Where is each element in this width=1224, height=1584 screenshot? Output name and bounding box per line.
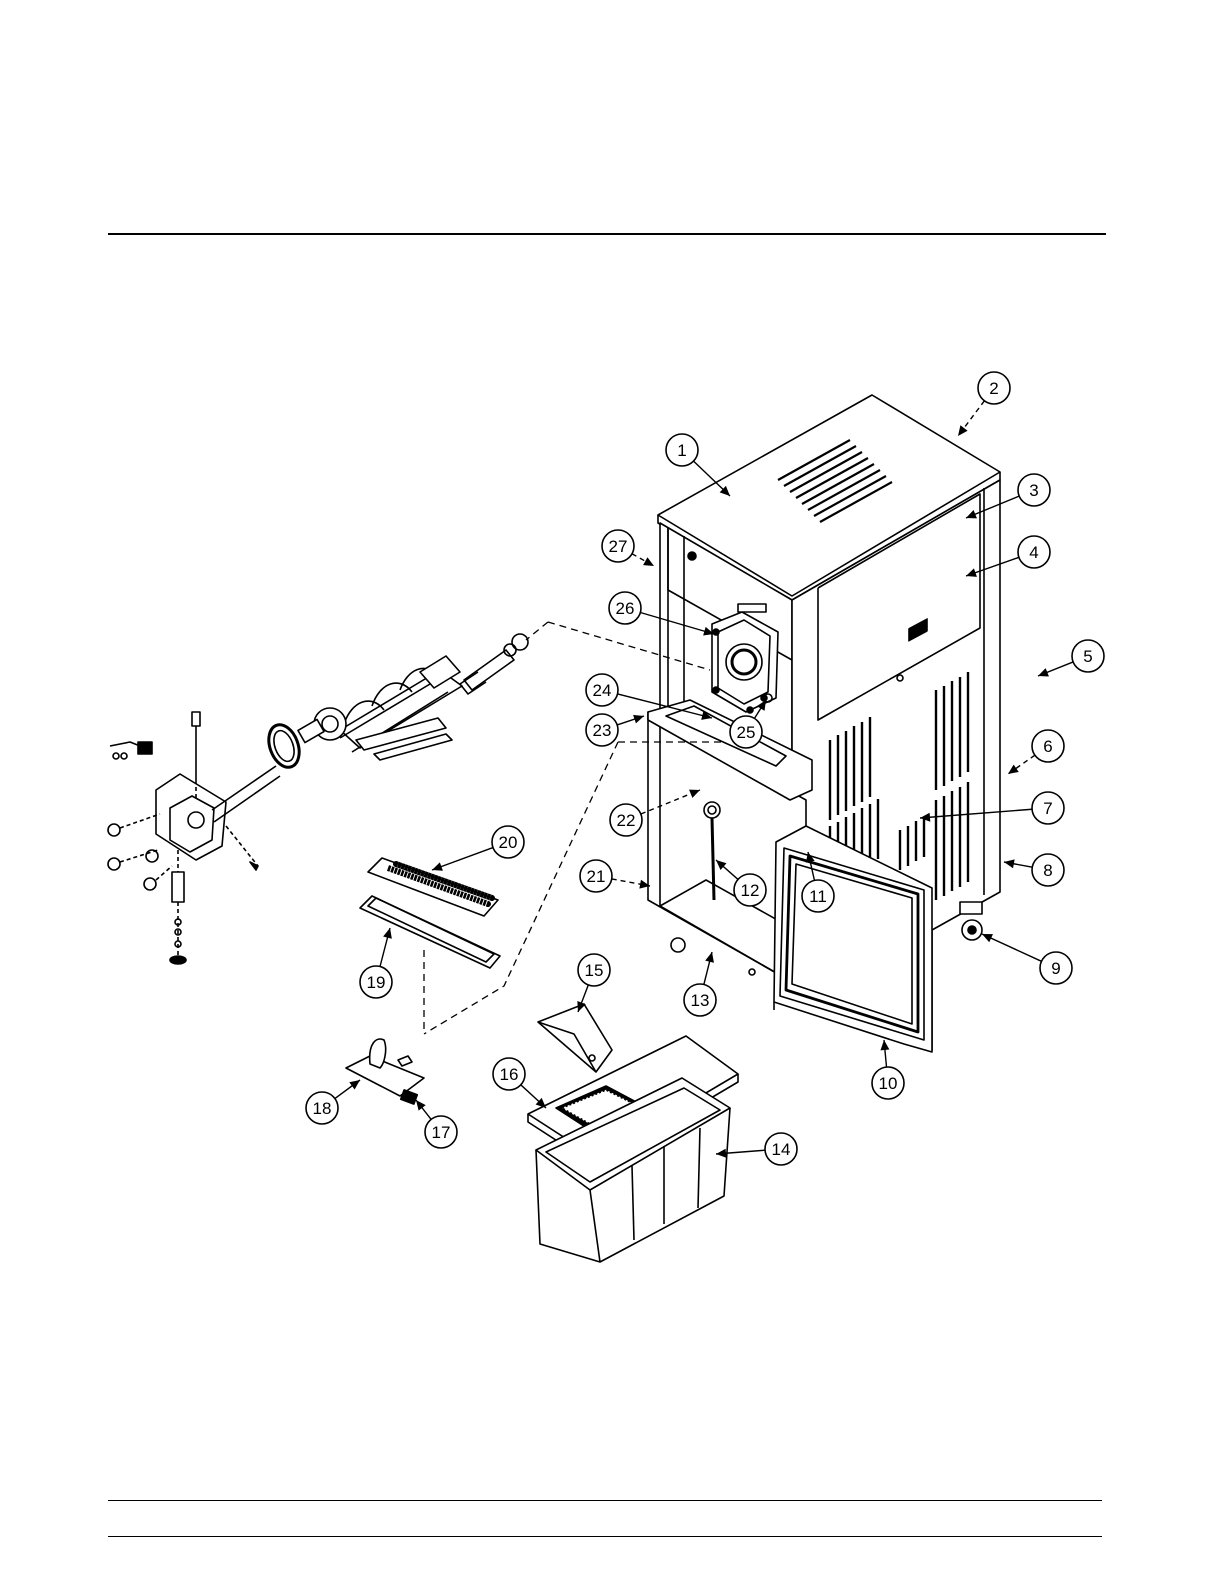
callout-13: 13: [684, 952, 716, 1016]
callout-21: 21: [580, 860, 650, 892]
callout-number: 3: [1029, 481, 1038, 500]
callout-8: 8: [1004, 854, 1064, 886]
callout-20: 20: [432, 826, 524, 871]
callout-arrowhead: [643, 557, 654, 566]
callout-number: 11: [809, 887, 827, 906]
callout-number: 6: [1043, 737, 1052, 756]
callout-arrowhead: [432, 862, 443, 870]
callout-arrowhead: [958, 425, 968, 436]
callout-number: 21: [587, 867, 606, 886]
callout-23: 23: [586, 714, 644, 746]
callout-number: 13: [691, 991, 710, 1010]
callout-arrowhead: [1004, 859, 1015, 868]
callout-arrowhead: [880, 1040, 889, 1050]
callout-arrowhead: [416, 1100, 426, 1111]
hopper-funnel: [538, 1004, 612, 1072]
o-ring: [263, 721, 304, 772]
callout-number: 12: [741, 881, 760, 900]
callout-number: 14: [772, 1140, 791, 1159]
callout-number: 20: [499, 833, 518, 852]
callout-9: 9: [982, 934, 1072, 984]
callout-number: 27: [609, 537, 628, 556]
callout-number: 1: [677, 441, 686, 460]
callout-arrowhead: [716, 1149, 726, 1158]
callout-arrowhead: [383, 928, 392, 939]
handle-lever: [110, 742, 152, 759]
callout-number: 8: [1043, 861, 1052, 880]
callout-arrowhead: [1008, 765, 1019, 774]
callout-number: 10: [879, 1074, 898, 1093]
callout-number: 5: [1083, 647, 1092, 666]
auger-shaft: [460, 634, 528, 694]
callout-2: 2: [958, 372, 1010, 436]
callout-number: 24: [593, 681, 612, 700]
callout-number: 15: [585, 961, 604, 980]
callout-1: 1: [666, 434, 730, 496]
callout-number: 2: [989, 379, 998, 398]
callout-number: 19: [367, 973, 386, 992]
callout-arrowhead: [633, 715, 644, 724]
callout-18: 18: [306, 1080, 360, 1124]
callout-number: 23: [593, 721, 612, 740]
callout-number: 18: [313, 1099, 332, 1118]
splash-shield: [346, 1039, 424, 1096]
callout-15: 15: [577, 954, 610, 1012]
front-indicator-dot: [688, 552, 696, 560]
callout-10: 10: [872, 1040, 904, 1099]
callout-number: 22: [617, 811, 636, 830]
callout-number: 7: [1043, 799, 1052, 818]
callout-5: 5: [1038, 640, 1104, 676]
callout-17: 17: [416, 1100, 457, 1148]
callout-number: 26: [616, 599, 635, 618]
callout-27: 27: [602, 530, 654, 566]
freezer-door-valve-body: [156, 712, 280, 964]
callout-19: 19: [360, 928, 392, 998]
callout-number: 4: [1029, 543, 1038, 562]
callout-number: 17: [432, 1123, 451, 1142]
cabinet-assembly: [648, 395, 1000, 1052]
callout-number: 25: [737, 723, 756, 742]
callout-arrowhead: [349, 1080, 360, 1090]
callout-arrowhead: [705, 952, 714, 963]
clip: [401, 1090, 418, 1104]
callout-16: 16: [493, 1058, 546, 1108]
callout-6: 6: [1008, 730, 1064, 774]
callout-number: 16: [500, 1065, 519, 1084]
callout-number: 9: [1051, 959, 1060, 978]
